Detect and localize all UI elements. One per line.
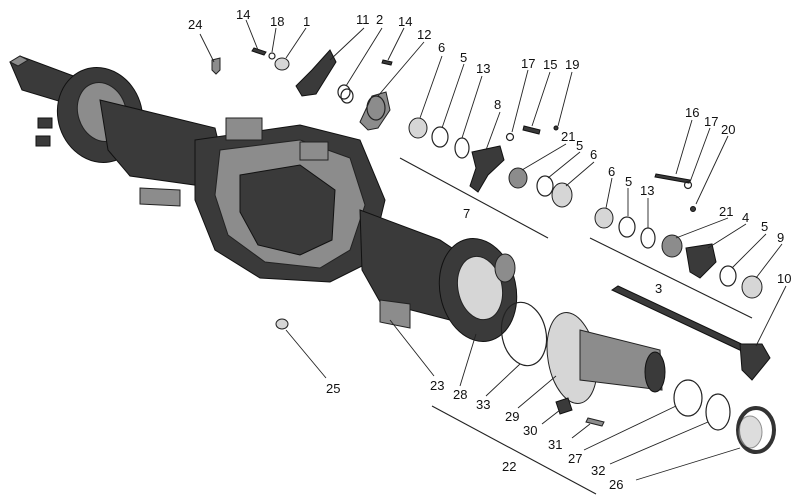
callout-2: 2	[376, 12, 384, 27]
callout-5d: 5	[761, 219, 769, 234]
callout-24: 24	[188, 17, 203, 32]
callout-6b: 6	[590, 147, 598, 162]
axle-housing	[8, 55, 518, 342]
callout-13b: 13	[640, 183, 655, 198]
callout-1: 1	[303, 14, 311, 29]
callout-9: 9	[777, 230, 785, 245]
callout-8: 8	[494, 97, 502, 112]
callout-5b: 5	[576, 138, 584, 153]
callout-20: 20	[721, 122, 736, 137]
callout-6: 6	[438, 40, 446, 55]
callout-17b: 17	[704, 114, 719, 129]
callout-3: 3	[655, 281, 663, 296]
spindle-parts	[500, 301, 776, 454]
callout-19: 19	[565, 57, 580, 72]
callout-14b: 14	[398, 14, 413, 29]
leader-lines	[199, 19, 787, 481]
callout-32: 32	[591, 463, 606, 478]
callout-7: 7	[463, 206, 471, 221]
callout-12: 12	[417, 27, 432, 42]
callout-21: 21	[561, 129, 576, 144]
callout-17: 17	[521, 56, 536, 71]
callout-28: 28	[453, 387, 468, 402]
callout-14: 14	[236, 7, 251, 22]
part-25	[275, 318, 289, 330]
callout-6c: 6	[608, 164, 616, 179]
callout-31: 31	[548, 437, 563, 452]
group-brackets	[399, 157, 753, 495]
callout-29: 29	[505, 409, 520, 424]
callout-11: 11	[356, 12, 370, 27]
callout-27: 27	[568, 451, 583, 466]
callout-33: 33	[476, 397, 491, 412]
callout-16: 16	[685, 105, 700, 120]
callout-10: 10	[777, 271, 792, 286]
axle-shaft	[610, 285, 771, 381]
callout-25: 25	[326, 381, 341, 396]
callout-5c: 5	[625, 174, 633, 189]
callout-26: 26	[609, 477, 624, 492]
callout-15: 15	[543, 57, 558, 72]
lower-brake-parts	[594, 173, 763, 299]
callout-30: 30	[523, 423, 538, 438]
upper-brake-parts	[408, 117, 573, 208]
callout-13: 13	[476, 61, 491, 76]
callout-21b: 21	[719, 204, 734, 219]
callout-23: 23	[430, 378, 445, 393]
callout-4: 4	[742, 210, 750, 225]
callout-5: 5	[460, 50, 468, 65]
callout-18: 18	[270, 14, 285, 29]
callout-22: 22	[502, 459, 517, 474]
